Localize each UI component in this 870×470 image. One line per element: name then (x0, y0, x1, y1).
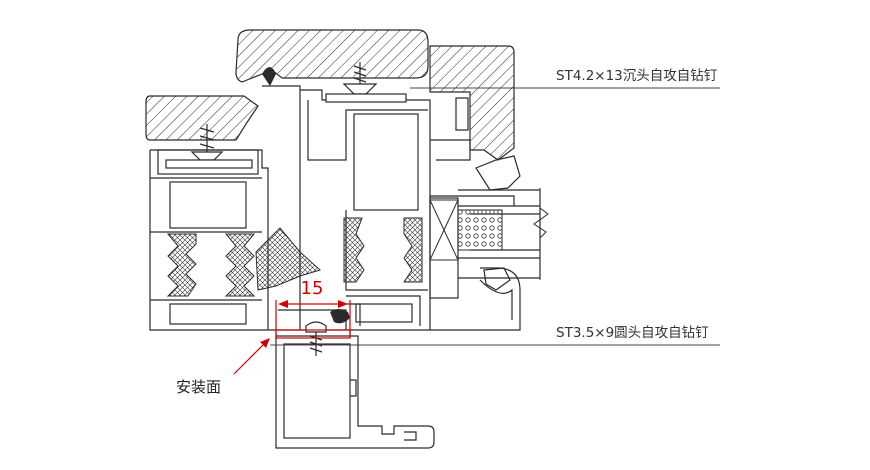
frame-profile (149, 85, 541, 331)
dimension-15 (275, 300, 351, 339)
wood-cladding-left (145, 95, 259, 141)
sub-frame-tube (275, 335, 435, 449)
upper-screw-icon (325, 62, 407, 103)
gaskets (262, 67, 521, 324)
mounting-surface-label: 安装面 (176, 378, 221, 396)
glass-break-line (533, 188, 549, 280)
spacer-insulation (457, 209, 503, 251)
dimension-value: 15 (301, 278, 324, 299)
mounting-surface-leader (233, 338, 270, 375)
reference-lines (270, 87, 720, 346)
upper-screw-label: ST4.2×13沉头自攻自钻钉 (556, 68, 717, 84)
lower-screw-icon (305, 321, 327, 356)
lower-screw-label: ST3.5×9圆头自攻自钻钉 (556, 325, 709, 341)
left-screw-icon (165, 124, 253, 169)
wood-cladding-top (235, 29, 515, 161)
thermal-break-zones (166, 217, 423, 297)
glazing-block (429, 199, 459, 261)
